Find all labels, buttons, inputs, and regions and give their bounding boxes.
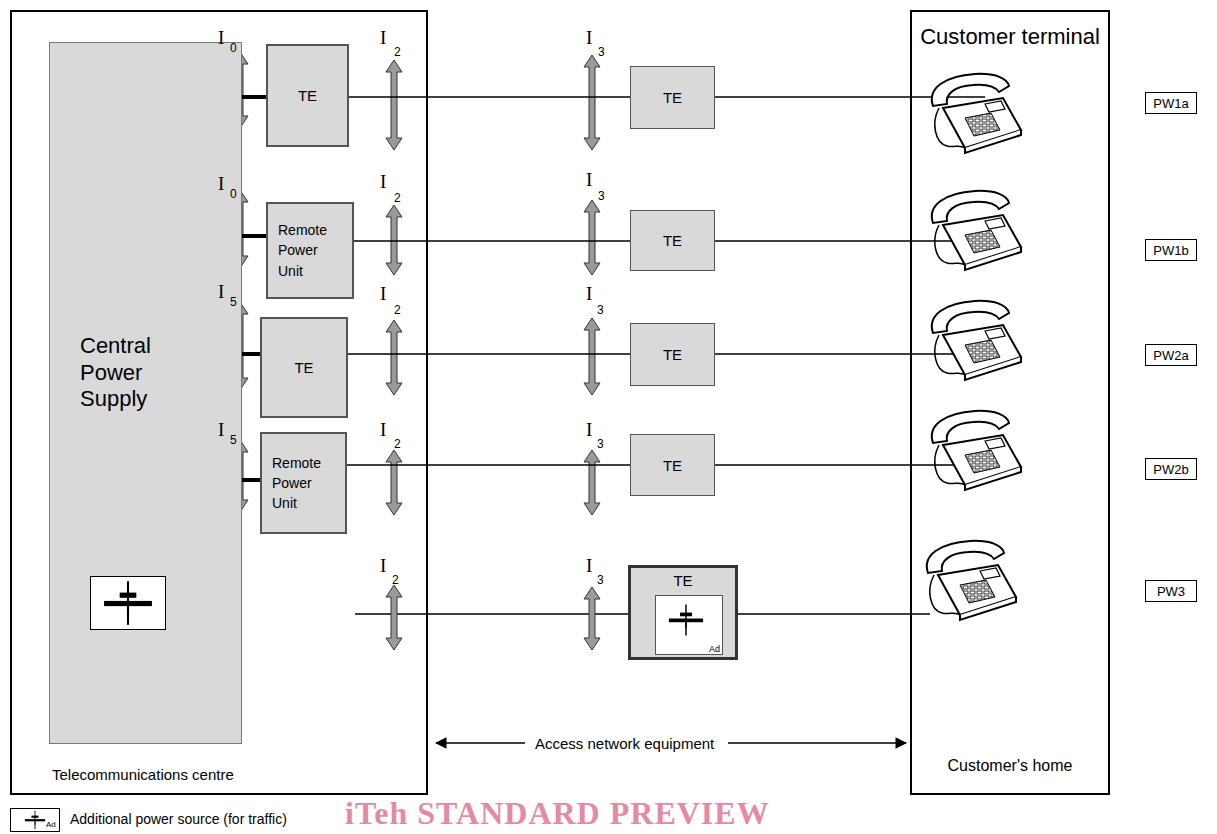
connector-line: [347, 464, 630, 465]
current-index: 0: [230, 188, 237, 200]
current-symbol: I: [586, 284, 592, 303]
current-index: 2: [392, 574, 399, 586]
centre-region: Telecommunications centre Central Power S…: [10, 10, 428, 795]
current-arrow: [386, 205, 402, 275]
battery-frame: [90, 576, 166, 630]
terminal-equipment-box: TE: [630, 434, 715, 496]
terminal-equipment-box: TE: [630, 210, 715, 271]
connector-line: [242, 234, 266, 238]
battery-frame: [660, 598, 712, 642]
customer-region: Customer terminalCustomer's home: [910, 10, 1110, 795]
current-index: 2: [394, 438, 401, 450]
phone-label-box: PW1a: [1145, 92, 1197, 114]
node-label: TE: [673, 572, 692, 589]
phone-label-box: PW2a: [1145, 344, 1197, 366]
node-label: Telecommunications centre: [52, 766, 426, 783]
connector-line: [349, 96, 630, 97]
current-index: 5: [230, 434, 237, 446]
node-label: TE: [663, 346, 682, 363]
node-label: Ad: [709, 644, 720, 654]
current-index: 3: [597, 574, 604, 586]
current-arrow: [584, 318, 600, 395]
current-symbol: I: [380, 284, 386, 303]
current-symbol: I: [586, 556, 592, 575]
current-arrow: [584, 450, 600, 515]
phone-label-box: PW3: [1145, 580, 1197, 602]
node-label: TE: [298, 87, 317, 104]
terminal-equipment-box: TE: [260, 317, 348, 418]
terminal-equipment-box: TE: [630, 66, 715, 129]
current-index: 2: [394, 304, 401, 316]
node-label: PW1b: [1153, 243, 1188, 258]
current-index: 5: [230, 296, 237, 308]
span-label: Access network equipment: [535, 736, 714, 751]
phone-label-box: PW1b: [1145, 239, 1197, 261]
current-symbol: I: [218, 174, 224, 193]
node-label: Remote Power Unit: [272, 453, 332, 514]
current-symbol: I: [218, 420, 224, 439]
current-symbol: I: [218, 28, 224, 47]
current-index: 0: [230, 42, 237, 54]
current-symbol: I: [586, 28, 592, 47]
current-symbol: I: [380, 420, 386, 439]
node-label: Customer terminal: [920, 24, 1100, 50]
connector-line: [242, 352, 260, 356]
current-symbol: I: [380, 556, 386, 575]
current-symbol: I: [218, 282, 224, 301]
connector-line: [242, 95, 266, 99]
battery-symbol: [91, 577, 165, 629]
current-index: 3: [598, 190, 605, 202]
current-symbol: I: [586, 170, 592, 189]
current-arrow: [386, 450, 402, 515]
terminal-equipment-box: TE Ad: [628, 565, 738, 660]
node-label: TE: [663, 89, 682, 106]
current-arrow: [386, 585, 402, 650]
current-index: 2: [394, 46, 401, 58]
symbol-tag: Ad: [46, 821, 56, 829]
terminal-equipment-box: TE: [266, 44, 349, 147]
legend-text: Additional power source (for traffic): [70, 812, 287, 826]
current-index: 3: [597, 438, 604, 450]
node-label: PW2a: [1153, 348, 1188, 363]
terminal-equipment-box: TE: [630, 323, 715, 386]
node-label: PW1a: [1153, 96, 1188, 111]
customer-line: [355, 97, 985, 614]
current-index: 3: [598, 46, 605, 58]
node-label: PW2b: [1153, 462, 1188, 477]
remote-power-box: Remote Power Unit: [260, 432, 347, 534]
current-arrow: [386, 320, 402, 395]
remote-power-box: Remote Power Unit: [266, 202, 354, 299]
current-arrow: [386, 60, 402, 150]
current-symbol: I: [380, 172, 386, 191]
node-label: TE: [294, 359, 313, 376]
power-supply-box: Central Power Supply: [49, 42, 242, 744]
connector-line: [354, 240, 630, 241]
phone-label-box: PW2b: [1145, 458, 1197, 480]
current-arrow: [584, 55, 600, 150]
current-symbol: I: [380, 28, 386, 47]
connector-line: [242, 478, 260, 482]
node-label: Central Power Supply: [80, 333, 190, 412]
current-arrow: [584, 200, 600, 275]
watermark: iTeh STANDARD PREVIEW: [345, 797, 770, 829]
current-arrow: [584, 587, 600, 650]
telephone-icon: [927, 74, 1021, 620]
node-label: PW3: [1157, 584, 1185, 599]
node-label: TE: [663, 457, 682, 474]
node-label: TE: [663, 232, 682, 249]
current-index: 3: [597, 304, 604, 316]
node-caption: Customer's home: [948, 757, 1073, 775]
node-label: Remote Power Unit: [278, 220, 338, 281]
battery-symbol: [660, 598, 712, 642]
current-symbol: I: [586, 420, 592, 439]
additional-power-box: Ad: [655, 595, 723, 655]
current-index: 2: [394, 192, 401, 204]
connector-line: [348, 353, 630, 354]
